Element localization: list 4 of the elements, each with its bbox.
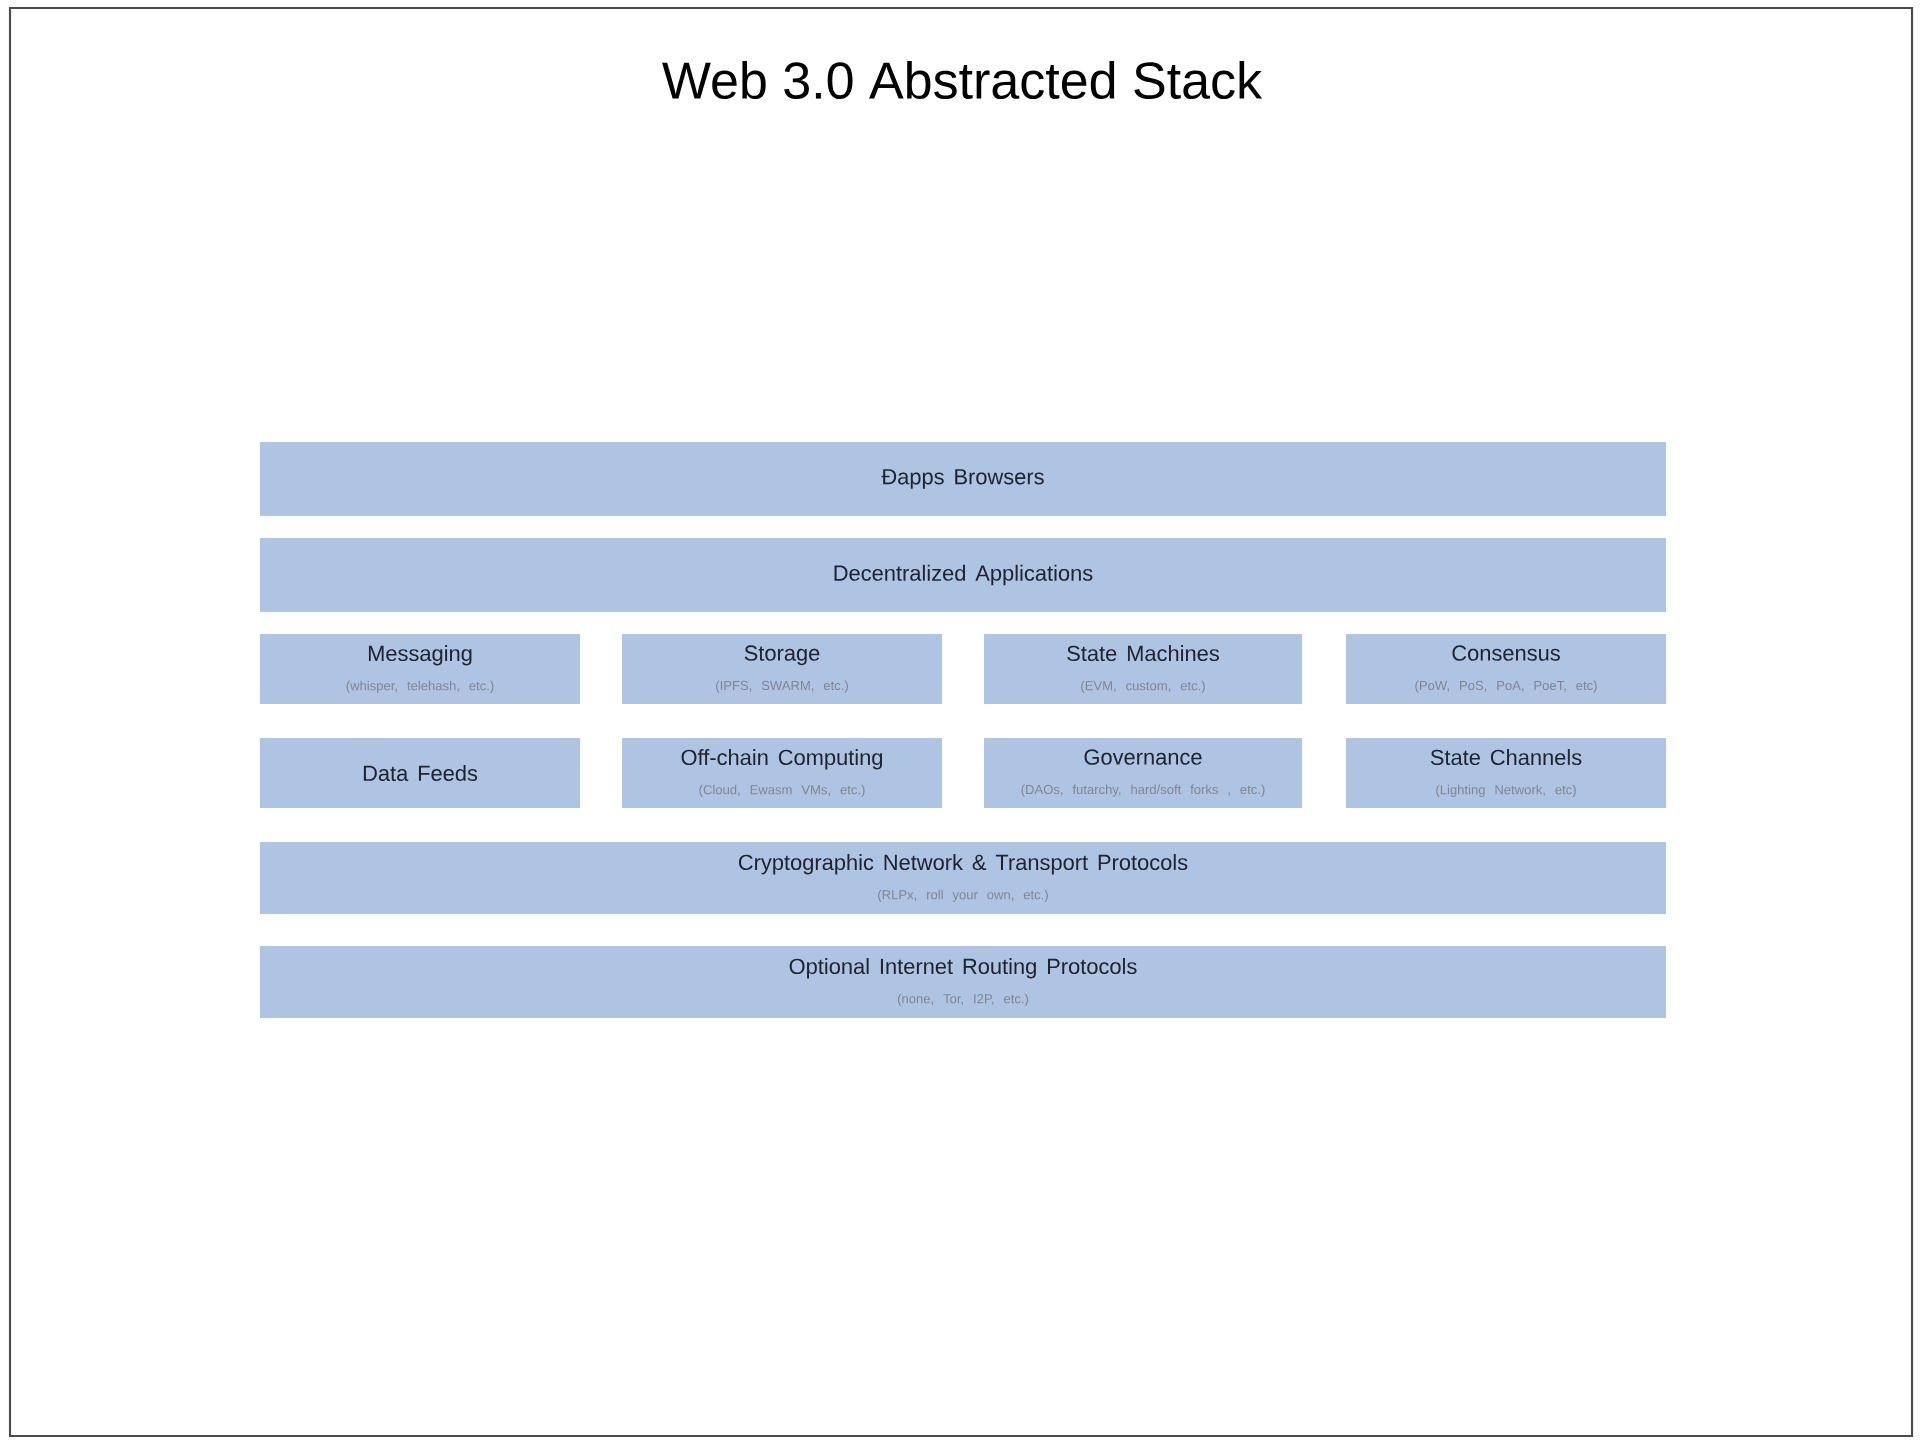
layer-box: Decentralized Applications: [260, 538, 1666, 612]
layer-box: Data Feeds: [260, 738, 580, 808]
title: Web 3.0 Abstracted Stack: [662, 60, 1263, 100]
layer-box: Ðapps Browsers: [260, 442, 1666, 516]
